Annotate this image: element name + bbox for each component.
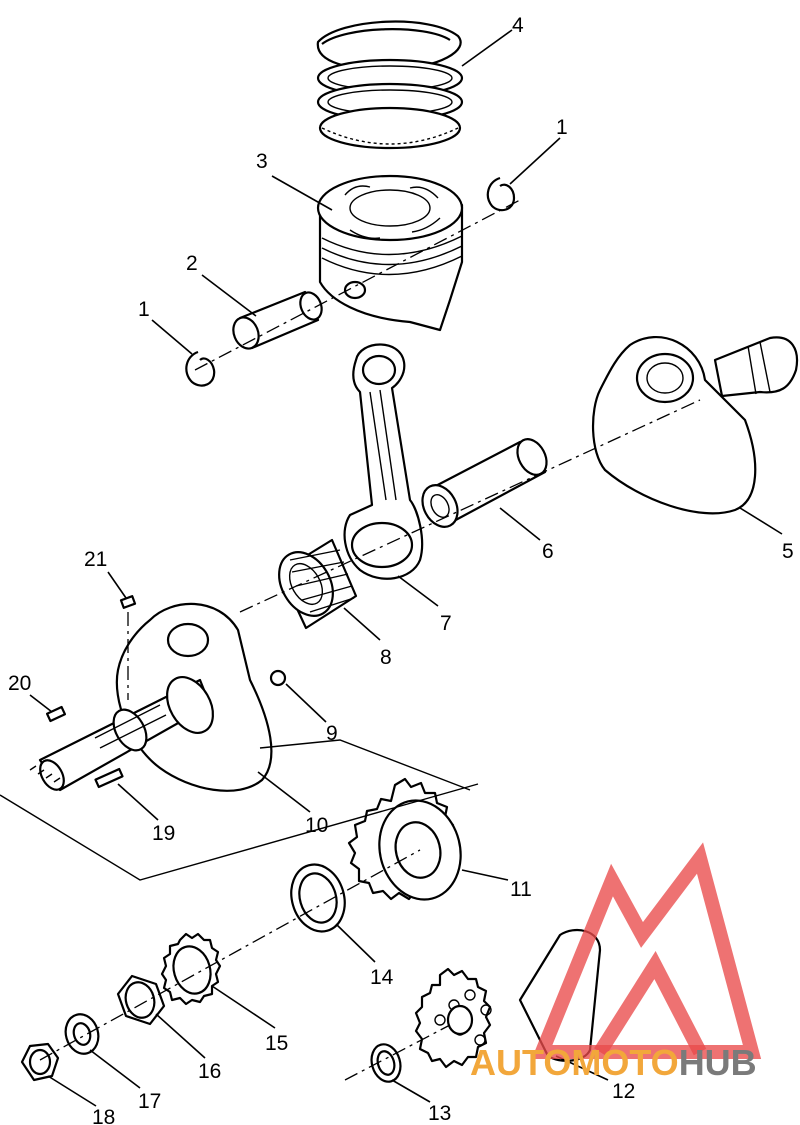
crank-half-left — [29, 602, 273, 792]
callout-18: 18 — [92, 1106, 115, 1125]
callout-1-left: 1 — [138, 298, 150, 321]
axis-piston — [194, 199, 521, 371]
callout-13: 13 — [428, 1102, 451, 1125]
callout-11: 11 — [510, 878, 532, 901]
hex-nut — [20, 1042, 60, 1082]
callout-2: 2 — [186, 252, 198, 275]
spacer-washer — [290, 863, 346, 933]
circlip-right — [486, 176, 516, 212]
callout-3: 3 — [256, 150, 268, 173]
drive-gear — [347, 777, 462, 901]
callout-7: 7 — [440, 612, 452, 635]
svg-text:AUTOMOTOHUB: AUTOMOTOHUB — [470, 1042, 757, 1083]
axis-crank-nose — [39, 849, 421, 1061]
piston-rings — [316, 20, 464, 150]
callout-12: 12 — [612, 1080, 635, 1103]
thrust-washer — [370, 1043, 402, 1083]
axis-balancer — [344, 1024, 451, 1081]
callout-20: 20 — [8, 672, 31, 695]
piston — [316, 174, 464, 332]
connecting-rod — [343, 343, 424, 580]
castle-nut — [116, 974, 166, 1026]
needle-bearing — [278, 538, 358, 630]
ball-9 — [269, 669, 287, 687]
crank-half-right — [592, 335, 799, 515]
callouts: 4 1 3 2 1 5 6 7 8 9 10 11 14 15 16 17 18… — [8, 14, 794, 1125]
callout-14: 14 — [370, 966, 394, 989]
circlip-left — [185, 350, 216, 387]
watermark-text-hub: HUB — [679, 1042, 757, 1083]
callout-5: 5 — [782, 540, 794, 563]
watermark-text-auto: AUTO — [470, 1042, 571, 1083]
key-20 — [45, 705, 67, 723]
axis-crank — [239, 399, 701, 613]
callout-4: 4 — [512, 14, 524, 37]
callout-21: 21 — [84, 548, 107, 571]
crank-pin — [421, 438, 548, 528]
callout-15: 15 — [265, 1032, 288, 1055]
callout-9: 9 — [326, 722, 338, 745]
callout-1-right: 1 — [556, 116, 568, 139]
washer — [64, 1013, 100, 1055]
timing-sprocket — [160, 932, 222, 1006]
watermark-logo-icon — [531, 842, 762, 1059]
callout-10: 10 — [305, 814, 328, 837]
leader-lines — [29, 29, 783, 1107]
callout-17: 17 — [138, 1090, 161, 1113]
assembly-bracket — [0, 739, 479, 881]
callout-8: 8 — [380, 646, 392, 669]
dowel-pin-19 — [94, 767, 124, 789]
callout-19: 19 — [152, 822, 175, 845]
piston-pin — [232, 290, 323, 350]
key-21 — [119, 595, 137, 609]
callout-16: 16 — [198, 1060, 221, 1083]
automotohub-watermark: AUTOMOTOHUB — [470, 842, 762, 1083]
watermark-text-moto: MOTO — [571, 1042, 678, 1083]
callout-6: 6 — [542, 540, 554, 563]
